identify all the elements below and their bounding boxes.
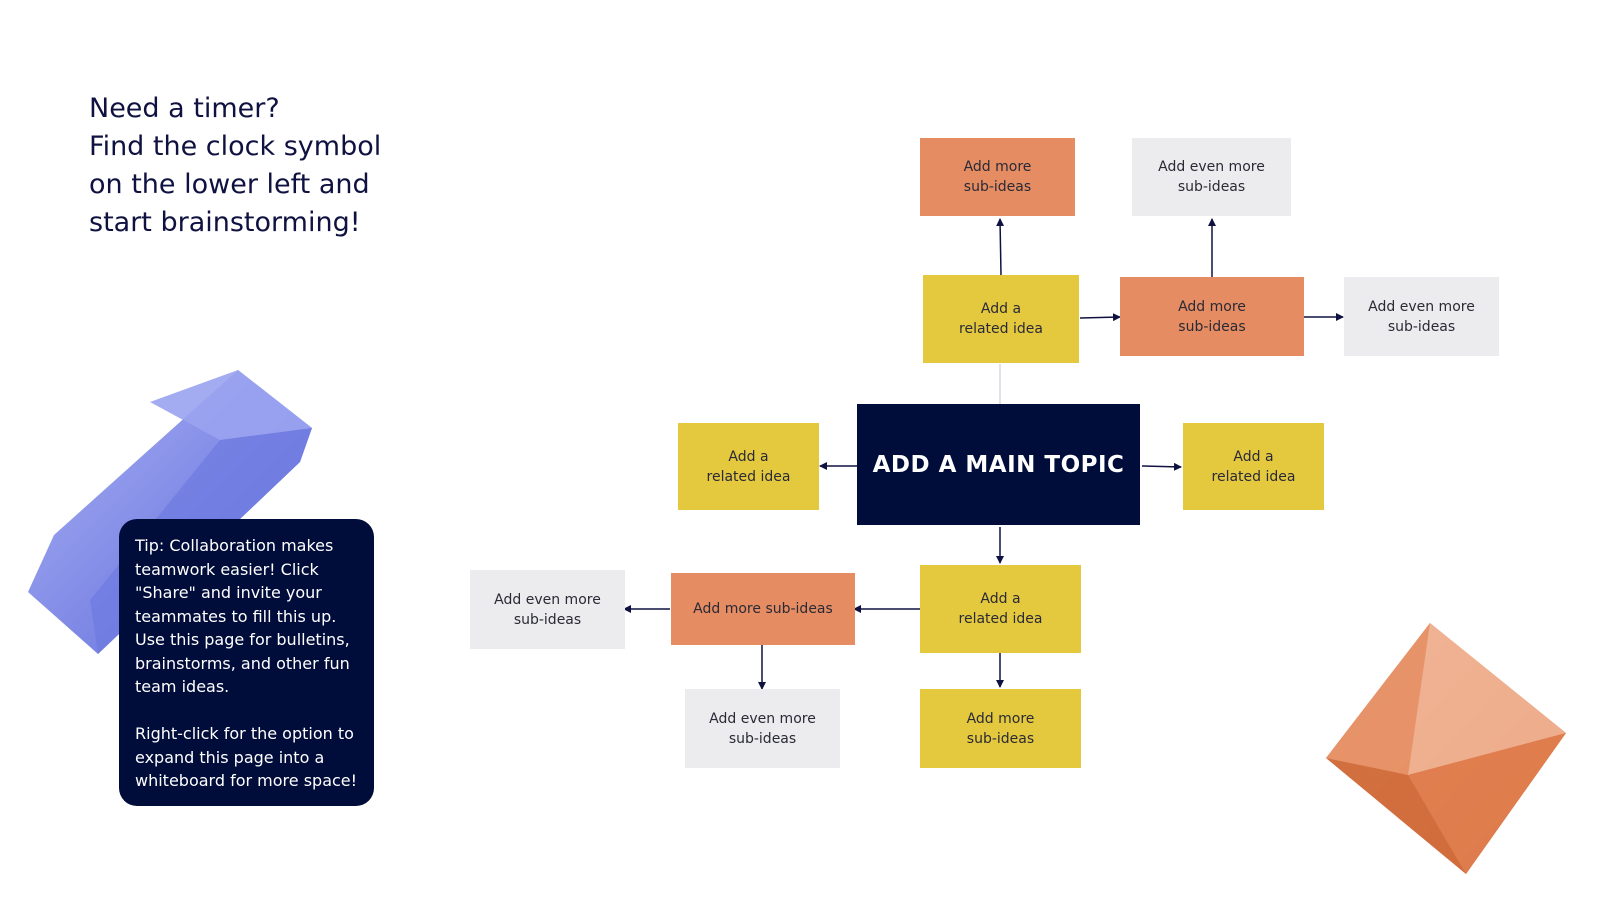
node-top-right-even-right[interactable]: Add even more sub-ideas [1344,277,1499,356]
node-bottom-left-even-left[interactable]: Add even more sub-ideas [470,570,625,649]
connector-top-to-sub-right [1079,313,1121,322]
node-bottom-sub-left[interactable]: Add more sub-ideas [671,573,855,645]
intro-line-2: Find the clock symbol [89,131,382,162]
node-bottom-sub-down[interactable]: Add more sub-ideas [920,689,1081,768]
intro-line-4: start brainstorming! [89,207,361,238]
node-top-related[interactable]: Add a related idea [923,275,1079,363]
tip-card: Tip: Collaboration makes teamwork easier… [119,519,374,806]
node-top-sub-right[interactable]: Add more sub-ideas [1120,277,1304,356]
intro-line-1: Need a timer? [89,93,280,124]
main-topic[interactable]: ADD A MAIN TOPIC [857,404,1140,525]
node-bottom-related[interactable]: Add a related idea [920,565,1081,653]
node-left-related[interactable]: Add a related idea [678,423,819,510]
connector-main-to-right [1141,462,1182,471]
orange-octahedron-shape [1326,623,1566,874]
node-bottom-left-even-down[interactable]: Add even more sub-ideas [685,689,840,768]
node-top-right-even-up[interactable]: Add even more sub-ideas [1132,138,1291,216]
node-right-related[interactable]: Add a related idea [1183,423,1324,510]
connector-top-to-sub-up [996,218,1005,276]
node-top-sub-up[interactable]: Add more sub-ideas [920,138,1075,216]
intro-line-3: on the lower left and [89,169,370,200]
intro-text: Need a timer? Find the clock symbol on t… [89,90,419,242]
